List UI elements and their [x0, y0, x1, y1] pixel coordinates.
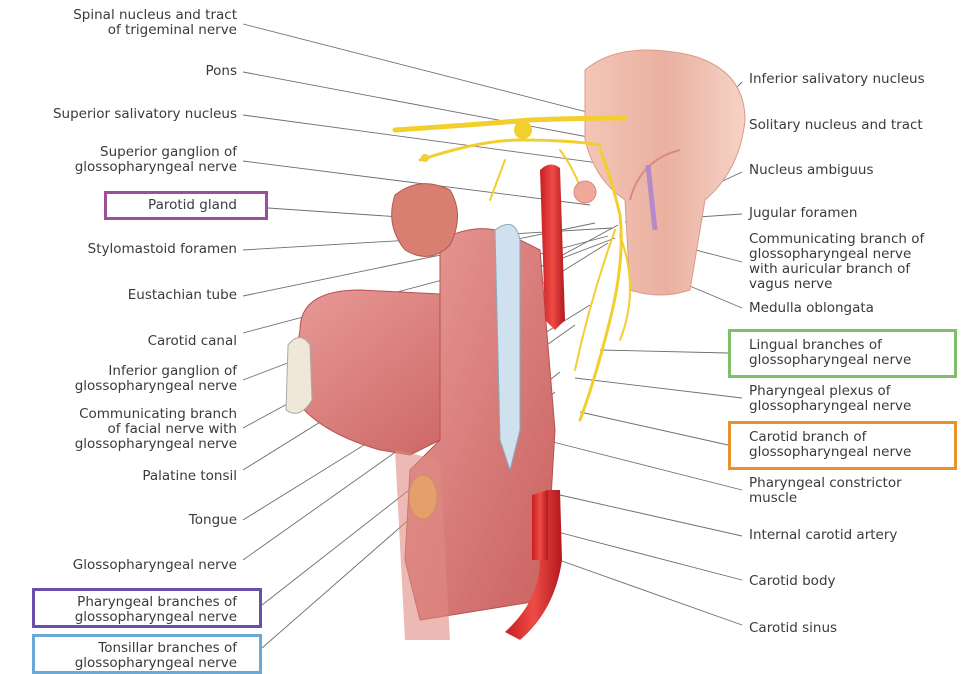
- superior-ganglion-shape: [514, 121, 532, 139]
- label-communicating-branch-vagus: Communicating branch of glossopharyngeal…: [749, 232, 924, 292]
- label-tonsillar-branches: Tonsillar branches of glossopharyngeal n…: [75, 641, 237, 671]
- label-inferior-ganglion: Inferior ganglion of glossopharyngeal ne…: [75, 364, 237, 394]
- label-communicating-branch-facial: Communicating branch of facial nerve wit…: [75, 407, 237, 452]
- label-nucleus-ambiguus: Nucleus ambiguus: [749, 163, 873, 178]
- label-superior-ganglion: Superior ganglion of glossopharyngeal ne…: [75, 145, 237, 175]
- small-ganglion-shape: [421, 154, 429, 162]
- label-glossopharyngeal-nerve: Glossopharyngeal nerve: [73, 558, 237, 573]
- label-pharyngeal-branches: Pharyngeal branches of glossopharyngeal …: [75, 595, 237, 625]
- label-pharyngeal-plexus: Pharyngeal plexus of glossopharyngeal ne…: [749, 384, 911, 414]
- label-stylomastoid-foramen: Stylomastoid foramen: [88, 242, 237, 257]
- label-inferior-salivatory-nucleus: Inferior salivatory nucleus: [749, 72, 925, 87]
- label-carotid-branch: Carotid branch of glossopharyngeal nerve: [749, 430, 911, 460]
- label-solitary-nucleus: Solitary nucleus and tract: [749, 118, 923, 133]
- label-pons: Pons: [205, 64, 237, 79]
- tongue-and-pharynx: [286, 224, 555, 640]
- label-tongue: Tongue: [189, 513, 237, 528]
- label-parotid-gland: Parotid gland: [148, 198, 237, 213]
- parotid-gland-shape: [392, 184, 458, 257]
- label-spinal-nucleus-trigeminal: Spinal nucleus and tract of trigeminal n…: [73, 8, 237, 38]
- label-palatine-tonsil: Palatine tonsil: [142, 469, 237, 484]
- label-carotid-canal: Carotid canal: [148, 334, 237, 349]
- label-carotid-body: Carotid body: [749, 574, 836, 589]
- label-lingual-branches: Lingual branches of glossopharyngeal ner…: [749, 338, 911, 368]
- label-carotid-sinus: Carotid sinus: [749, 621, 837, 636]
- label-internal-carotid-artery: Internal carotid artery: [749, 528, 897, 543]
- label-superior-salivatory-nucleus: Superior salivatory nucleus: [53, 107, 237, 122]
- label-eustachian-tube: Eustachian tube: [128, 288, 237, 303]
- label-pharyngeal-constrictor: Pharyngeal constrictor muscle: [749, 476, 902, 506]
- inferior-ganglion-shape: [574, 181, 596, 203]
- label-jugular-foramen: Jugular foramen: [749, 206, 857, 221]
- label-medulla-oblongata: Medulla oblongata: [749, 301, 874, 316]
